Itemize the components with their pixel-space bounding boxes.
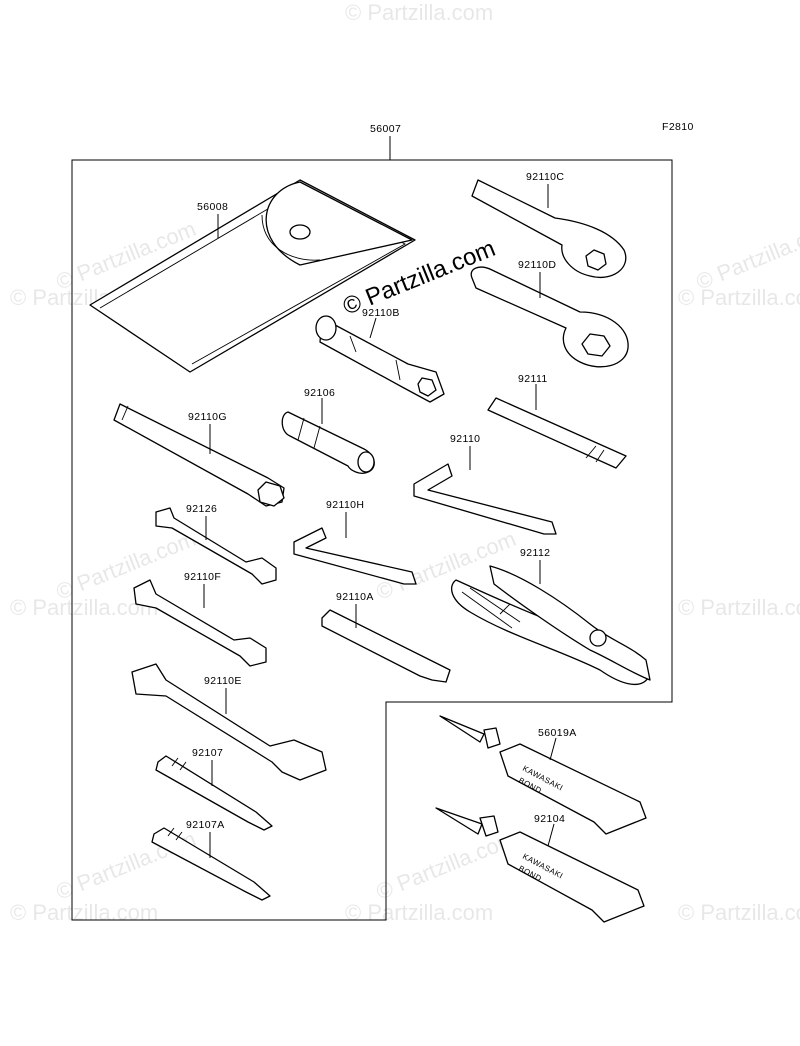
part-label-92110D[interactable]: 92110D	[518, 259, 556, 271]
tool-kit-boundary	[71, 159, 673, 921]
part-label-92110C[interactable]: 92110C	[526, 171, 564, 183]
part-label-92107A[interactable]: 92107A	[186, 819, 225, 831]
part-label-92107[interactable]: 92107	[192, 747, 223, 759]
watermark: © Partzilla.com	[693, 216, 800, 295]
part-label-92110G[interactable]: 92110G	[188, 411, 227, 423]
extension-bar-92111[interactable]	[487, 397, 627, 469]
watermark: © Partzilla.com	[678, 285, 800, 310]
part-label-92104[interactable]: 92104	[534, 813, 565, 825]
part-label-56019A[interactable]: 56019A	[538, 727, 577, 739]
bond-tube-92104[interactable]: KAWASAKI BOND	[435, 807, 645, 923]
leader-56019A	[549, 737, 557, 761]
box-wrench-92110G[interactable]	[113, 403, 285, 507]
screwdriver-92107[interactable]	[155, 755, 273, 831]
part-label-92110F[interactable]: 92110F	[184, 571, 221, 583]
watermark: © Partzilla.com	[373, 826, 520, 905]
part-label-92112[interactable]: 92112	[520, 547, 550, 559]
part-label-92110B[interactable]: 92110B	[362, 307, 400, 319]
part-label-92110E[interactable]: 92110E	[204, 675, 242, 687]
plug-socket-92106[interactable]	[281, 411, 375, 474]
figure-code: F2810	[662, 121, 694, 133]
ring-wrench-92110C[interactable]	[471, 179, 627, 278]
watermark: © Partzilla.com	[10, 595, 158, 620]
leader-92110B	[369, 317, 377, 339]
watermarks: © Partzilla.com © Partzilla.com © Partzi…	[10, 0, 800, 925]
part-label-92110A[interactable]: 92110A	[336, 591, 374, 603]
hex-key-92110[interactable]	[413, 463, 557, 535]
open-wrench-92126[interactable]	[155, 507, 277, 585]
leader-92104	[547, 823, 555, 847]
watermark: © Partzilla.com	[53, 526, 200, 605]
spanner-92110A[interactable]	[321, 609, 451, 683]
hex-key-92110H[interactable]	[293, 527, 417, 585]
part-label-92126[interactable]: 92126	[186, 503, 217, 515]
watermark: © Partzilla.com	[345, 900, 493, 925]
open-wrench-92110E[interactable]	[131, 663, 327, 781]
open-wrench-92110F[interactable]	[133, 579, 267, 667]
watermark: © Partzilla.com	[678, 595, 800, 620]
part-label-92106[interactable]: 92106	[304, 387, 335, 399]
socket-wrench-92110B[interactable]	[315, 315, 445, 403]
pliers-92112[interactable]	[450, 565, 651, 686]
part-label-92110H[interactable]: 92110H	[326, 499, 364, 511]
part-label-56007[interactable]: 56007	[370, 123, 401, 135]
screwdriver-92107A[interactable]	[151, 827, 271, 901]
part-label-92110[interactable]: 92110	[450, 433, 480, 445]
watermark: © Partzilla.com	[373, 526, 520, 605]
watermark: © Partzilla.com	[10, 900, 158, 925]
part-label-56008[interactable]: 56008	[197, 201, 228, 213]
part-label-92111[interactable]: 92111	[518, 373, 548, 385]
watermark: © Partzilla.com	[678, 900, 800, 925]
ring-wrench-92110D[interactable]	[470, 266, 629, 368]
watermark: © Partzilla.com	[345, 0, 493, 25]
tool-pouch-56008[interactable]	[89, 179, 416, 373]
